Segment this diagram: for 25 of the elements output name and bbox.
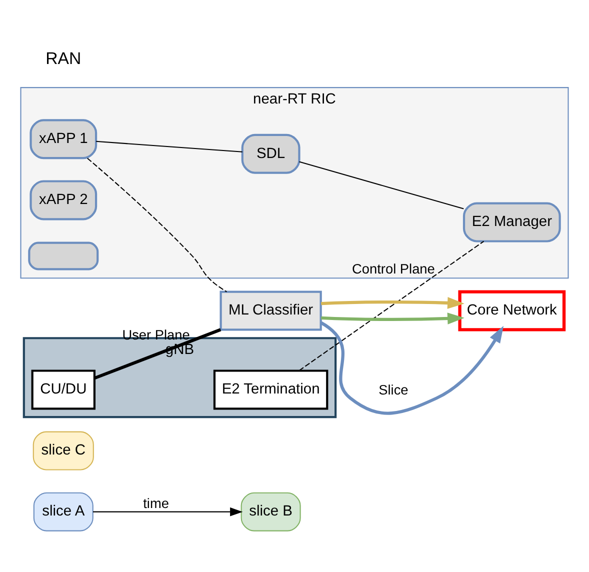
connector (94, 328, 222, 380)
label: RAN (46, 49, 82, 68)
node-box: slice B (240, 492, 301, 532)
connector (87, 158, 227, 292)
connector (298, 240, 484, 371)
node-box: SDL (241, 134, 300, 174)
node-box: E2 Termination (213, 370, 328, 410)
arrow (320, 321, 504, 415)
connector (299, 161, 464, 210)
node-box: E2 Manager (462, 202, 561, 242)
node-box (28, 242, 99, 270)
node-box: slice A (33, 492, 94, 532)
arrow (321, 312, 464, 324)
node-box: ML Classifier (220, 290, 322, 331)
node-box: CU/DU (31, 370, 96, 410)
connector (96, 140, 242, 152)
edge-label: Slice (378, 382, 408, 398)
node-box: xAPP 2 (30, 180, 98, 220)
node-box: Core Network (458, 290, 566, 332)
edge-label: Control Plane (352, 261, 435, 276)
arrow (321, 297, 464, 309)
node-box: slice C (32, 431, 94, 470)
node-box: xAPP 1 (30, 119, 98, 160)
edge-label: time (143, 496, 169, 512)
arrow (93, 507, 243, 516)
